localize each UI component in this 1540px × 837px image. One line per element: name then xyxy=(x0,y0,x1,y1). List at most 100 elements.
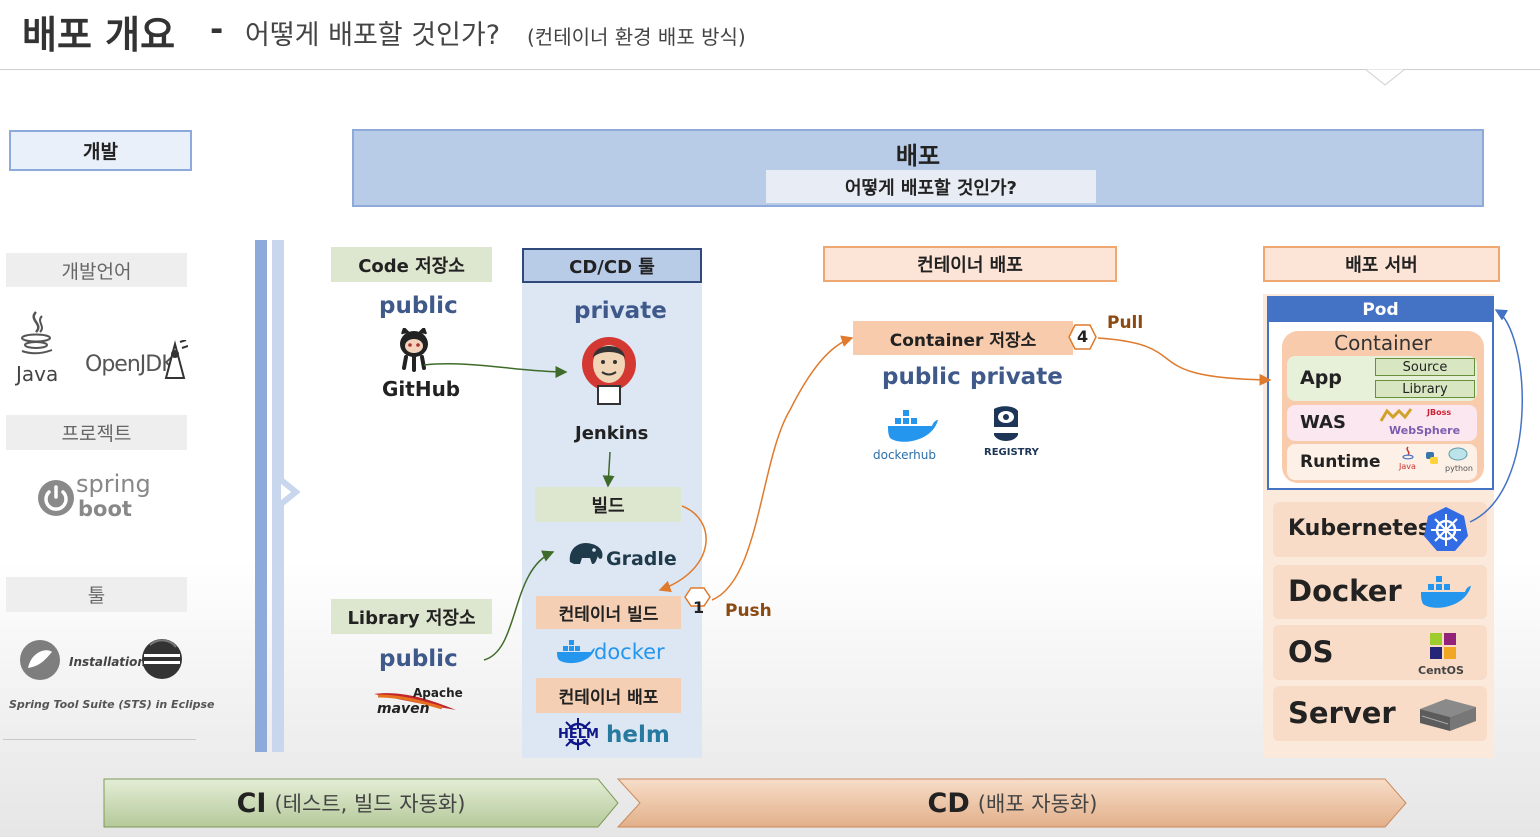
page-subtitle-paren: (컨테이너 환경 배포 방식) xyxy=(527,25,746,49)
dev-header: 개발 xyxy=(9,130,192,171)
page-subtitle: 어떻게 배포할 것인가? xyxy=(245,20,501,51)
pull-label: Pull xyxy=(1107,313,1144,333)
deploy-title: 배포 xyxy=(895,141,941,170)
centos-label: CentOS xyxy=(1418,664,1464,677)
app-label: App xyxy=(1300,367,1342,389)
dev-language-label: 개발언어 xyxy=(6,253,187,287)
server-layer-label: Server xyxy=(1288,696,1396,730)
java-logo xyxy=(21,311,53,355)
cdtool-private: private xyxy=(574,298,667,324)
ci-label: CI xyxy=(236,787,267,819)
jenkins-to-build-arrow xyxy=(602,451,615,488)
maven-feather-icon xyxy=(374,693,456,710)
container-box: Container App Source Library WAS JBoss W… xyxy=(1282,331,1484,483)
library-repo-label: Library 저장소 xyxy=(331,599,492,634)
dockerhub-label: dockerhub xyxy=(873,448,937,462)
docker-registry-label: REGISTRY xyxy=(984,447,1039,458)
pod-box: Pod Container App Source Library WAS JBo… xyxy=(1267,296,1494,490)
helm-logo-text: HELM xyxy=(558,727,599,742)
runtime-db-icon xyxy=(1448,447,1468,461)
maven-to-gradle-arrow xyxy=(483,550,555,661)
server-label: 배포 서버 xyxy=(1263,246,1500,282)
cd-text: CD (배포 자동화) xyxy=(640,779,1385,827)
push-step-number: 1 xyxy=(693,598,705,617)
gradle-elephant-icon xyxy=(569,542,603,564)
pull-step-badge xyxy=(1068,324,1097,350)
docker-layer-label: Docker xyxy=(1288,574,1402,608)
tomcat-icon xyxy=(1379,408,1413,422)
spring-boot-logo xyxy=(38,480,74,516)
deploy-header: 배포 어떻게 배포할 것인가? xyxy=(352,129,1484,207)
deploy-subtitle: 어떻게 배포할 것인가? xyxy=(766,170,1096,203)
runtime-python-label: python xyxy=(1445,464,1473,473)
dev-divider xyxy=(3,739,196,740)
dev-project-label: 프로젝트 xyxy=(6,415,187,450)
ci-arrow-shape xyxy=(103,778,619,828)
cdtool-label: CD/CD 툴 xyxy=(522,248,702,283)
os-layer: OS CentOS xyxy=(1273,625,1487,680)
library-label: Library xyxy=(1375,380,1475,398)
apache-label: Apache xyxy=(413,686,463,700)
push-arrow xyxy=(711,335,854,601)
eclipse-logo xyxy=(142,639,182,679)
python-icon xyxy=(1426,452,1438,464)
source-label: Source xyxy=(1375,358,1475,376)
container-label: Container xyxy=(1334,331,1432,355)
kubernetes-to-pod-arrow xyxy=(1469,309,1523,523)
pull-step-number: 4 xyxy=(1077,327,1089,346)
github-label: GitHub xyxy=(382,377,461,401)
runtime-java-icon xyxy=(1402,446,1414,460)
was-layer: WAS JBoss WebSphere xyxy=(1287,405,1477,441)
server-layer: Server xyxy=(1273,686,1487,741)
pull-arrow xyxy=(1097,337,1272,386)
helm-label: helm xyxy=(606,722,670,748)
github-octocat-icon xyxy=(400,328,428,372)
dev-tool-label: 툴 xyxy=(6,577,187,612)
runtime-java-label: Java xyxy=(1399,462,1416,471)
code-repo-public: public xyxy=(379,293,458,319)
java-label: Java xyxy=(16,362,59,386)
ci-text: CI (테스트, 빌드 자동화) xyxy=(104,779,598,827)
jenkins-logo xyxy=(582,337,636,405)
installation-label: Installation xyxy=(69,655,146,669)
jenkins-label: Jenkins xyxy=(575,423,649,444)
maven-label: maven xyxy=(377,701,430,717)
pod-label: Pod xyxy=(1269,298,1492,322)
gradle-label: Gradle xyxy=(606,548,677,570)
push-label: Push xyxy=(725,601,772,621)
boot-label: boot xyxy=(78,497,132,521)
code-repo-label: Code 저장소 xyxy=(331,247,492,282)
openjdk-duke-icon xyxy=(164,340,188,379)
kubernetes-layer: Kubernetes xyxy=(1273,502,1487,557)
centos-icon xyxy=(1430,633,1456,659)
app-layer: App Source Library xyxy=(1287,356,1477,401)
helm-wheel-icon xyxy=(562,718,594,750)
cd-detail: (배포 자동화) xyxy=(977,792,1098,816)
container-deploy-step: 컨테이너 배포 xyxy=(536,678,681,713)
cd-arrow-shape xyxy=(616,778,1407,828)
push-step-badge xyxy=(684,587,711,607)
openjdk-label: OpenJDK xyxy=(85,352,176,377)
kubernetes-helm-icon xyxy=(1424,507,1468,551)
github-to-jenkins-arrow xyxy=(423,363,568,378)
bottom-ci-cd-arrows xyxy=(103,778,1407,828)
cd-label: CD xyxy=(927,787,970,819)
title-dash: - xyxy=(210,10,224,48)
docker-layer-whale-icon xyxy=(1421,576,1471,608)
docker-label: docker xyxy=(594,640,665,664)
dockerhub-whale-icon xyxy=(888,410,938,442)
container-registry-label: Container 저장소 xyxy=(853,321,1073,355)
docker-registry-icon xyxy=(992,406,1020,441)
header-bar: 배포 개요 - 어떻게 배포할 것인가? (컨테이너 환경 배포 방식) xyxy=(0,0,1540,70)
build-step: 빌드 xyxy=(535,487,681,522)
container-deploy-label: 컨테이너 배포 xyxy=(823,246,1117,282)
section-separator xyxy=(255,240,300,752)
docker-layer: Docker xyxy=(1273,565,1487,619)
registry-private: private xyxy=(970,364,1063,390)
docker-whale-icon xyxy=(557,640,595,664)
jboss-label: JBoss xyxy=(1427,408,1452,417)
sts-logo xyxy=(20,640,60,680)
runtime-layer: Runtime Java python xyxy=(1287,444,1477,480)
container-build-step: 컨테이너 빌드 xyxy=(536,596,681,629)
